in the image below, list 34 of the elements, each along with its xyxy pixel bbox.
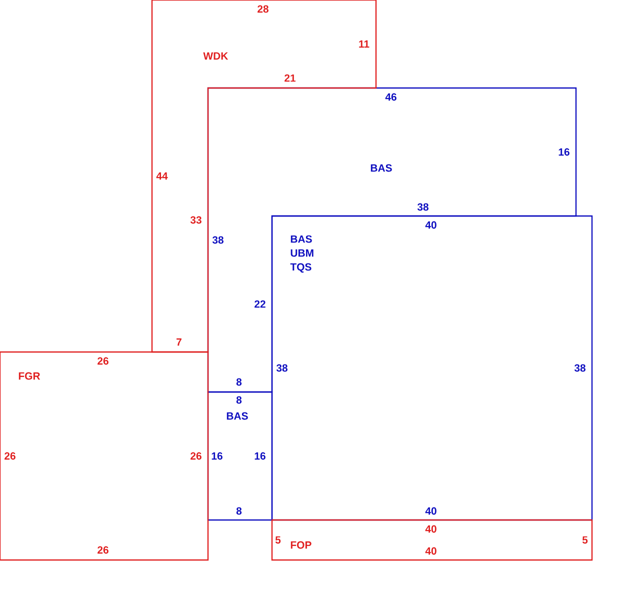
dimension-label: 28 — [258, 5, 268, 13]
dimension-label: 38 — [574, 364, 586, 372]
room-name: BAS — [226, 412, 248, 420]
dimension-label: 26 — [190, 452, 202, 460]
dimension-label: 26 — [4, 452, 16, 460]
dimension-label: 8 — [236, 378, 242, 386]
room-name: FOP — [290, 541, 312, 549]
dimension-label: 40 — [425, 525, 436, 533]
dimension-label: 38 — [417, 203, 428, 211]
dimension-label: 16 — [558, 148, 570, 156]
dimension-label: 26 — [98, 357, 108, 365]
dimension-label: 7 — [176, 338, 182, 346]
dimension-label: 44 — [156, 172, 168, 180]
room-name: WDK — [203, 52, 228, 60]
dimension-label: 11 — [359, 40, 370, 48]
room-name: BAS — [370, 164, 392, 172]
dimension-label: 5 — [275, 536, 281, 544]
dimension-label: 40 — [425, 221, 436, 229]
dimension-label: 46 — [385, 93, 396, 101]
dimension-label: 22 — [254, 300, 266, 308]
dimension-label: 38 — [212, 236, 224, 244]
dimension-label: 38 — [276, 364, 288, 372]
dimension-label: 8 — [236, 507, 242, 515]
dimension-label: 5 — [582, 536, 588, 544]
dimension-label: 16 — [254, 452, 266, 460]
dimension-label: 40 — [425, 507, 436, 515]
dimension-label: 16 — [212, 452, 222, 460]
dimension-label: 21 — [284, 74, 296, 82]
room-name: FGR — [18, 372, 40, 380]
dimension-label: 8 — [236, 396, 242, 404]
dimension-label: 26 — [98, 546, 108, 554]
dimension-label: 40 — [425, 547, 436, 555]
room-name: BAS UBM TQS — [290, 235, 314, 273]
dimension-label: 33 — [190, 216, 202, 224]
